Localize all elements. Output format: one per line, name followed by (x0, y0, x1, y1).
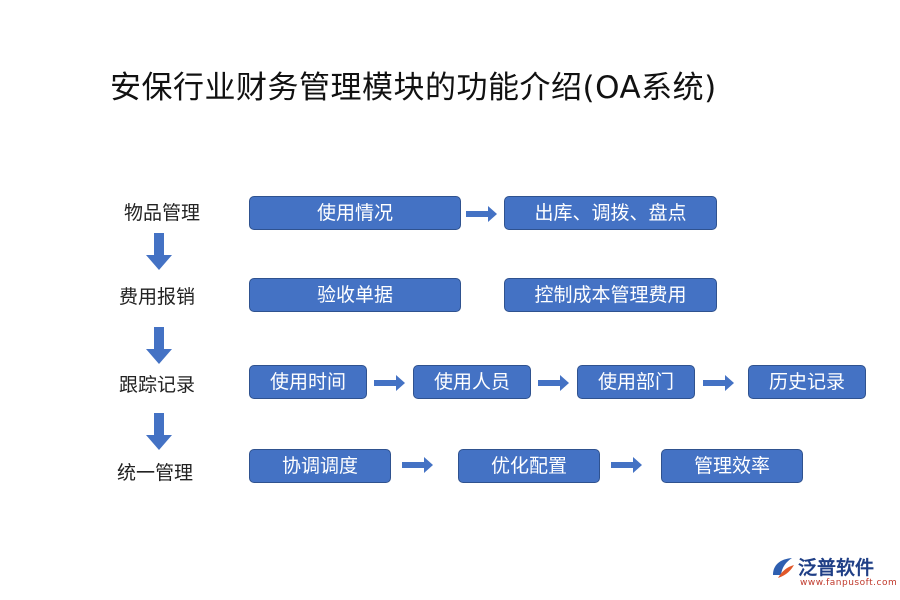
box-users: 使用人员 (413, 365, 531, 399)
row-label-unified: 统一管理 (117, 462, 194, 484)
logo-mark-icon (773, 558, 794, 578)
box-outbound-transfer-inventory: 出库、调拨、盘点 (504, 196, 717, 230)
row-label-tracking: 跟踪记录 (119, 374, 196, 396)
box-departments: 使用部门 (577, 365, 695, 399)
right-arrow-r3-1 (374, 375, 405, 391)
right-arrow-r3-3 (703, 375, 734, 391)
down-arrow-2 (146, 327, 172, 364)
box-usage-status: 使用情况 (249, 196, 461, 230)
box-usage-time: 使用时间 (249, 365, 367, 399)
logo-url: www.fanpusoft.com (800, 578, 898, 588)
right-arrow-r3-2 (538, 375, 569, 391)
right-arrow-r4-2 (611, 457, 642, 473)
row-label-goods: 物品管理 (124, 202, 201, 224)
down-arrow-3 (146, 413, 172, 450)
box-history: 历史记录 (748, 365, 866, 399)
box-acceptance-documents: 验收单据 (249, 278, 461, 312)
brand-logo: 泛普软件 www.fanpusoft.com (770, 553, 897, 597)
right-arrow-r4-1 (402, 457, 433, 473)
box-coordination: 协调调度 (249, 449, 391, 483)
box-optimization: 优化配置 (458, 449, 600, 483)
down-arrow-1 (146, 233, 172, 270)
page-title: 安保行业财务管理模块的功能介绍(OA系统) (110, 70, 717, 106)
box-cost-control: 控制成本管理费用 (504, 278, 717, 312)
box-management-efficiency: 管理效率 (661, 449, 803, 483)
row-label-expense: 费用报销 (119, 286, 196, 308)
logo-name: 泛普软件 (798, 557, 875, 579)
right-arrow-r1-1 (466, 206, 497, 222)
